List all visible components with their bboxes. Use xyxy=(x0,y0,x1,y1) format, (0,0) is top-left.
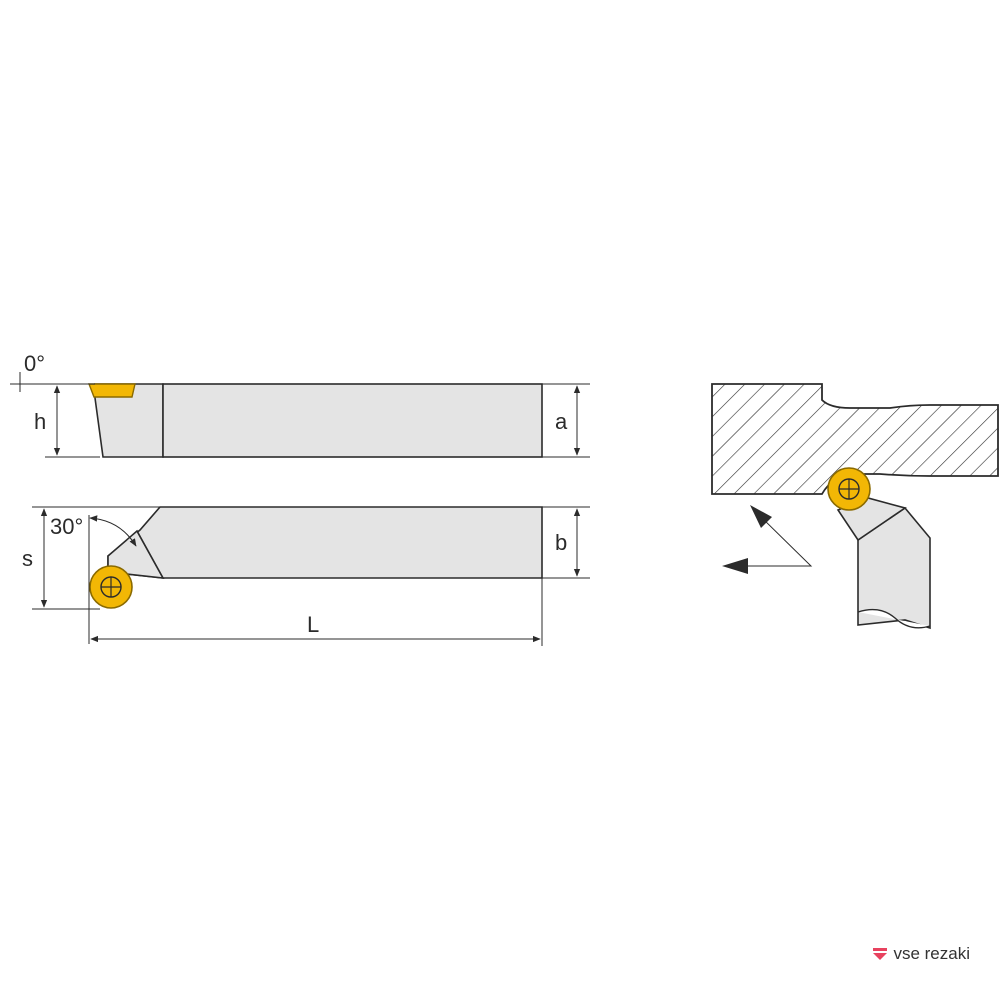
holder-break-line xyxy=(857,608,931,629)
side-view: 0° h a xyxy=(10,351,590,458)
label-a: a xyxy=(555,409,568,434)
label-s: s xyxy=(22,546,33,571)
angle-arc-30 xyxy=(89,515,137,547)
brand-logo-icon xyxy=(873,948,888,960)
label-angle-top: 0° xyxy=(24,351,45,376)
holder-body-plan xyxy=(107,506,543,579)
holder-shank-side xyxy=(162,383,543,458)
insert-side xyxy=(87,383,136,398)
seat-edge xyxy=(136,530,164,579)
brand-logo: vse rezaki xyxy=(873,944,970,964)
plan-view: 30° s b L xyxy=(22,506,590,646)
label-b: b xyxy=(555,530,567,555)
label-h: h xyxy=(34,409,46,434)
feed-path xyxy=(733,515,813,567)
feed-arrow-up-icon xyxy=(750,505,772,528)
feed-arrow-left-icon xyxy=(722,558,748,574)
machining-illustration xyxy=(711,383,999,630)
label-angle-side: 30° xyxy=(50,514,83,539)
label-L: L xyxy=(307,612,319,637)
brand-name: vse rezaki xyxy=(893,944,970,963)
